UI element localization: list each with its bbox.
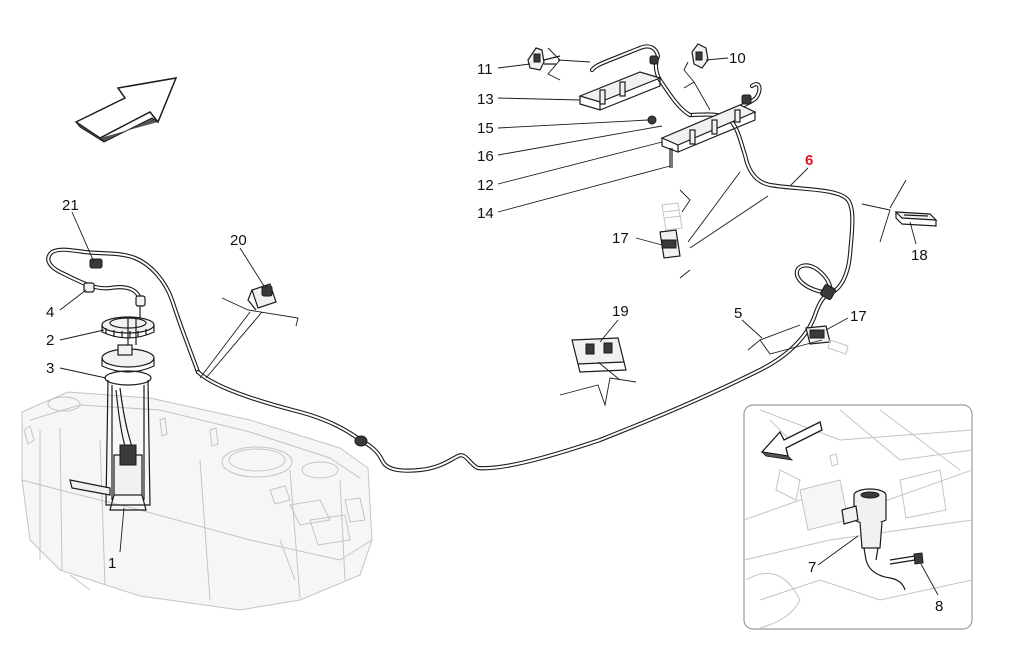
callout-6: 6 xyxy=(805,152,813,169)
bracket-lines xyxy=(199,47,907,407)
callout-14: 14 xyxy=(477,205,494,222)
clip-18 xyxy=(894,211,938,227)
callout-11: 11 xyxy=(477,61,493,78)
callout-21: 21 xyxy=(62,197,79,214)
clip-17-lower xyxy=(805,325,849,355)
fuel-rail-assembly xyxy=(578,55,757,168)
callout-5: 5 xyxy=(734,305,742,322)
inset-panel xyxy=(743,404,973,630)
leader-lines xyxy=(59,57,939,596)
connector-10 xyxy=(691,43,709,69)
fuel-pump-assembly xyxy=(69,316,155,511)
clip-19 xyxy=(571,337,627,373)
callout-4: 4 xyxy=(46,304,54,321)
callout-2: 2 xyxy=(46,332,54,349)
callout-15: 15 xyxy=(477,120,494,137)
callout-3: 3 xyxy=(46,360,54,377)
callout-13: 13 xyxy=(477,91,494,108)
callout-7: 7 xyxy=(808,559,816,576)
callout-17-upper: 17 xyxy=(612,230,629,247)
callout-1: 1 xyxy=(108,555,116,572)
fuel-tank-ghost xyxy=(21,391,373,611)
inset-direction-arrow-icon xyxy=(760,421,823,461)
clip-20 xyxy=(247,283,277,311)
callout-12: 12 xyxy=(477,177,494,194)
callout-16: 16 xyxy=(477,148,494,165)
callout-labels: 1 2 3 4 5 6 7 8 10 11 12 13 14 15 16 17 … xyxy=(46,50,943,615)
callout-8: 8 xyxy=(935,598,943,615)
callout-19: 19 xyxy=(612,303,629,320)
callout-18: 18 xyxy=(911,247,928,264)
direction-arrow-icon xyxy=(74,77,178,143)
clip-17-upper xyxy=(659,202,683,259)
callout-17-lower: 17 xyxy=(850,308,867,325)
connector-11 xyxy=(527,47,561,71)
vent-hose-small xyxy=(46,247,201,375)
callout-10: 10 xyxy=(729,50,746,67)
callout-20: 20 xyxy=(230,232,247,249)
